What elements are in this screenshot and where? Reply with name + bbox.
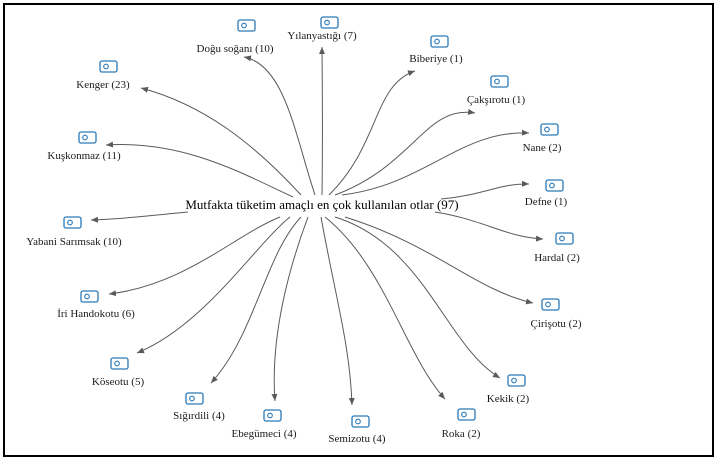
edge-ebegumeci bbox=[271, 216, 309, 402]
node-kenger[interactable]: Kenger (23) bbox=[76, 60, 130, 91]
diagram-frame: Yılanyastığı (7) Biberiye (1) Çakşırotu (1… bbox=[3, 3, 714, 457]
node-hardal[interactable]: Hardal (2) bbox=[534, 232, 580, 264]
node-ebegumeci[interactable]: Ebegümeci (4) bbox=[231, 409, 297, 440]
node-label: Kekik (2) bbox=[487, 393, 530, 405]
edge-koseotu bbox=[136, 216, 291, 354]
node-label: Kuşkonmaz (11) bbox=[47, 150, 121, 162]
edges bbox=[90, 46, 544, 406]
edge-semizotu bbox=[320, 216, 355, 406]
node-roka[interactable]: Roka (2) bbox=[442, 408, 481, 440]
node-label: Roka (2) bbox=[442, 428, 481, 440]
code-document-icon bbox=[430, 35, 449, 48]
edge-roka bbox=[324, 216, 446, 400]
node-cirisotu[interactable]: Çirişotu (2) bbox=[530, 298, 582, 330]
mind-map-diagram: Yılanyastığı (7) Biberiye (1) Çakşırotu (1… bbox=[26, 16, 582, 445]
code-document-icon bbox=[80, 290, 99, 303]
node-biberiye[interactable]: Biberiye (1) bbox=[409, 35, 463, 65]
code-document-icon bbox=[237, 19, 256, 32]
edge-cirisotu bbox=[344, 216, 534, 305]
edge-kenger bbox=[140, 86, 302, 196]
edge-hardal bbox=[434, 211, 544, 242]
code-document-icon bbox=[99, 60, 118, 73]
edge-kekik bbox=[334, 216, 501, 379]
edge-caksirotu bbox=[334, 108, 476, 196]
code-document-icon bbox=[555, 232, 574, 245]
edge-sigirdili bbox=[210, 216, 302, 384]
node-label: Defne (1) bbox=[525, 196, 568, 208]
node-label: Çakşırotu (1) bbox=[467, 94, 526, 106]
node-label: Biberiye (1) bbox=[409, 53, 463, 65]
node-label: Yılanyastığı (7) bbox=[287, 30, 357, 42]
node-defne[interactable]: Defne (1) bbox=[525, 179, 568, 208]
node-label: Ebegümeci (4) bbox=[231, 428, 296, 440]
nodes: Yılanyastığı (7) Biberiye (1) Çakşırotu (1… bbox=[26, 16, 582, 445]
node-label: Nane (2) bbox=[523, 142, 562, 154]
code-document-icon bbox=[540, 123, 559, 136]
node-nane[interactable]: Nane (2) bbox=[523, 123, 562, 154]
node-label: Kenger (23) bbox=[76, 79, 130, 91]
edge-nane bbox=[341, 129, 530, 196]
code-document-icon bbox=[263, 409, 282, 422]
edge-biberiye bbox=[328, 70, 416, 196]
node-yabani-sarimsak[interactable]: Yabani Sarımsak (10) bbox=[26, 216, 122, 248]
code-document-icon bbox=[351, 415, 370, 428]
edge-yabani-sarimsak bbox=[90, 211, 189, 223]
node-semizotu[interactable]: Semizotu (4) bbox=[328, 415, 386, 445]
node-label: Semizotu (4) bbox=[328, 433, 385, 445]
node-sigirdili[interactable]: Sığırdili (4) bbox=[173, 392, 225, 422]
node-kekik[interactable]: Kekik (2) bbox=[487, 374, 530, 405]
node-label: Sığırdili (4) bbox=[173, 410, 225, 422]
code-document-icon bbox=[78, 131, 97, 144]
node-yilanyastigi[interactable]: Yılanyastığı (7) bbox=[287, 16, 357, 42]
node-label: Doğu soğanı (10) bbox=[197, 43, 274, 55]
edge-iri-handokotu bbox=[108, 216, 281, 297]
node-label: Çirişotu (2) bbox=[530, 318, 581, 330]
code-document-icon bbox=[490, 75, 509, 88]
edge-dogu-sogani bbox=[243, 55, 316, 196]
edge-kuskonmaz bbox=[105, 141, 294, 198]
code-document-icon bbox=[507, 374, 526, 387]
code-document-icon bbox=[541, 298, 560, 311]
code-document-icon bbox=[63, 216, 82, 229]
node-kuskonmaz[interactable]: Kuşkonmaz (11) bbox=[47, 131, 121, 162]
node-koseotu[interactable]: Köseotu (5) bbox=[92, 357, 145, 388]
node-iri-handokotu[interactable]: İri Handokotu (6) bbox=[57, 290, 135, 320]
node-caksirotu[interactable]: Çakşırotu (1) bbox=[467, 75, 526, 106]
node-dogu-sogani[interactable]: Doğu soğanı (10) bbox=[197, 19, 274, 55]
center-node-label: Mutfakta tüketim amaçlı en çok kullanıla… bbox=[185, 197, 458, 212]
node-label: İri Handokotu (6) bbox=[57, 308, 135, 320]
node-label: Hardal (2) bbox=[534, 252, 580, 264]
node-label: Yabani Sarımsak (10) bbox=[26, 236, 122, 248]
node-label: Köseotu (5) bbox=[92, 376, 145, 388]
code-document-icon bbox=[320, 16, 339, 29]
code-document-icon bbox=[545, 179, 564, 192]
code-document-icon bbox=[110, 357, 129, 370]
edge-defne bbox=[440, 180, 530, 200]
code-document-icon bbox=[457, 408, 476, 421]
code-document-icon bbox=[185, 392, 204, 405]
